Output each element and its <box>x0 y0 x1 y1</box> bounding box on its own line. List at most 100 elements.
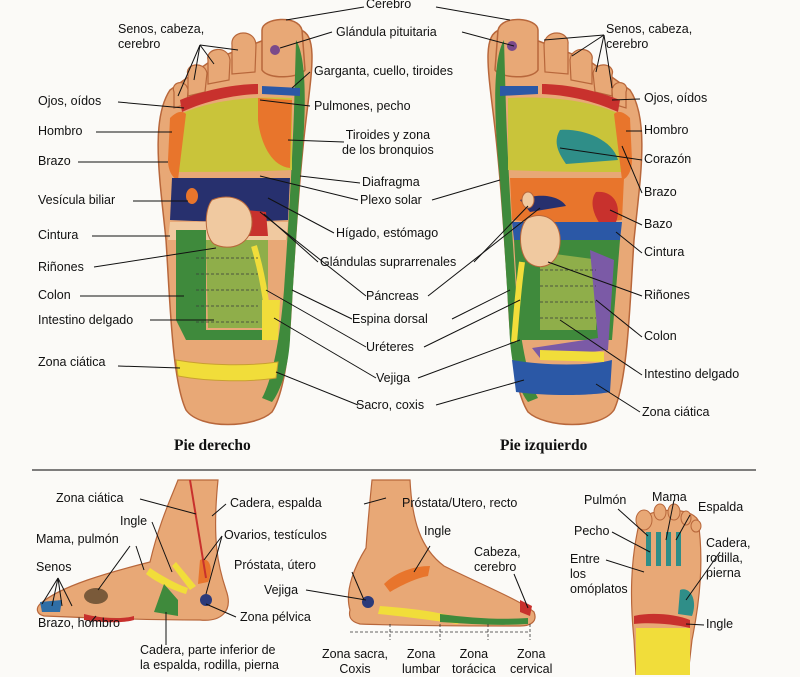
left-foot-shoulder <box>614 111 632 180</box>
top-view-toe-3 <box>667 503 681 521</box>
side-view-2-groin <box>384 566 430 592</box>
label-cintura-derecho: Cintura <box>38 228 79 242</box>
label-rinones-izquierdo: Riñones <box>644 288 690 302</box>
label-cintura-izquierdo: Cintura <box>644 245 685 259</box>
left-foot-colon-loop <box>532 250 614 358</box>
label-sv2-ingle: Ingle <box>424 524 452 538</box>
top-view-toe-1 <box>635 509 653 531</box>
left-foot-heart <box>556 129 618 164</box>
label-tv-mama: Mama <box>652 490 687 504</box>
left-foot-ureter <box>511 261 525 343</box>
label-sv2-cervical: Zona cervical <box>510 647 553 676</box>
side-view-1-sinuses <box>40 600 62 612</box>
label-pancreas: Páncreas <box>366 289 419 303</box>
right-foot-kidney <box>205 196 253 248</box>
right-foot-bronchi <box>258 98 292 168</box>
label-sv1-senos: Senos <box>36 560 72 574</box>
left-foot-spine-strip <box>495 40 538 402</box>
label-sv1-ingle: Ingle <box>120 514 148 528</box>
top-view-toe-2 <box>653 503 667 521</box>
side-view-2-zone-lines <box>350 624 531 640</box>
label-sv1-ciatica: Zona ciática <box>56 491 124 505</box>
left-foot <box>487 18 643 426</box>
side-view-1-pelvic <box>154 584 178 616</box>
side-view-1 <box>36 479 229 623</box>
label-colon-derecho: Colon <box>38 288 71 302</box>
top-view <box>630 503 702 675</box>
label-plexo: Plexo solar <box>360 193 422 207</box>
label-garganta: Garganta, cuello, tiroides <box>314 64 453 78</box>
label-vesicula: Vesícula biliar <box>38 193 116 207</box>
left-foot-sciatic <box>512 360 612 395</box>
left-foot-toe-3 <box>569 48 593 85</box>
label-sv2-lumbar: Zona lumbar <box>402 647 441 676</box>
label-tv-pulmon: Pulmón <box>584 493 627 507</box>
side-view-2-head <box>520 600 532 616</box>
side-view-2-spine-yellow <box>378 606 460 624</box>
right-foot-intestine-lines <box>196 257 258 323</box>
label-sv1-brazo: Brazo, hombro <box>38 616 120 630</box>
label-ciatica-derecho: Zona ciática <box>38 355 106 369</box>
side-view-1-leg-line <box>189 479 207 579</box>
label-sv1-cadera: Cadera, espalda <box>230 496 322 510</box>
left-foot-toe-4 <box>592 64 614 97</box>
top-view-lung-bands <box>646 532 681 566</box>
right-foot-gallbladder <box>186 188 198 204</box>
label-hombro-izquierdo: Hombro <box>644 123 689 137</box>
label-pulmones: Pulmones, pecho <box>314 99 411 113</box>
side-view-2 <box>347 479 536 640</box>
left-foot-intestine-lines <box>540 269 596 319</box>
label-senos-derecho: Senos, cabeza, cerebro <box>118 22 205 51</box>
leader-lines <box>41 6 721 645</box>
top-view-toe-4 <box>680 510 692 526</box>
left-foot-spleen <box>592 191 618 224</box>
side-view-2-spine-green <box>440 614 528 625</box>
label-hombro-derecho: Hombro <box>38 124 83 138</box>
right-foot-toe-3 <box>207 48 231 85</box>
left-foot-eyes-ears <box>542 84 620 112</box>
label-tv-pecho: Pecho <box>574 524 610 538</box>
side-view-1-ovary <box>200 594 212 606</box>
label-ureteres: Uréteres <box>366 340 414 354</box>
right-foot-shoulder <box>168 111 186 180</box>
left-foot-small-intestine <box>540 252 600 330</box>
label-sv2-sacra: Zona sacra, Coxis <box>322 647 389 676</box>
label-corazon: Corazón <box>644 152 692 166</box>
right-foot-throat <box>262 86 300 96</box>
top-view-groin <box>634 613 690 628</box>
right-foot-colon <box>176 230 270 340</box>
left-foot-toe-2 <box>543 32 569 75</box>
label-sv1-prostata: Próstata, útero <box>234 558 316 572</box>
side-view-2-bladder <box>362 596 374 608</box>
label-sv2-prostata: Próstata/Utero, recto <box>402 496 518 510</box>
right-foot <box>157 18 313 426</box>
label-sv2-toracica: Zona torácica <box>452 647 496 676</box>
label-intestino-izquierdo: Intestino delgado <box>644 367 740 381</box>
left-foot-adrenal <box>521 191 535 209</box>
label-sv1-mama: Mama, pulmón <box>36 532 119 546</box>
label-senos-izquierdo: Senos, cabeza, cerebro <box>606 22 693 51</box>
right-foot-pituitary <box>270 45 280 55</box>
label-tv-espalda: Espalda <box>698 500 744 514</box>
side-view-1-sciatic-band <box>146 568 188 594</box>
right-foot-title: Pie derecho <box>174 437 251 454</box>
label-sv2-cabeza: Cabeza, cerebro <box>474 545 521 574</box>
label-sv1-pelvica: Zona pélvica <box>240 610 311 624</box>
label-sv1-ovarios: Ovarios, testículos <box>224 528 327 542</box>
label-ojos-izquierdo: Ojos, oídos <box>644 91 708 105</box>
label-tv-ingle: Ingle <box>706 617 734 631</box>
side-view-2-foot <box>347 479 536 627</box>
right-foot-eyes-ears <box>180 84 258 112</box>
label-espina: Espina dorsal <box>352 312 428 326</box>
right-foot-big-toe <box>261 18 306 78</box>
label-higado: Hígado, estómago <box>336 226 439 240</box>
right-foot-toe-2 <box>231 32 257 75</box>
label-ojos-derecho: Ojos, oídos <box>38 94 102 108</box>
label-intestino-derecho: Intestino delgado <box>38 313 134 327</box>
label-brazo-derecho: Brazo <box>38 154 71 168</box>
label-cerebro: Cerebro <box>366 0 412 11</box>
label-sv1-vejiga: Vejiga <box>264 583 299 597</box>
left-foot-sciatic-yellow <box>540 350 604 362</box>
